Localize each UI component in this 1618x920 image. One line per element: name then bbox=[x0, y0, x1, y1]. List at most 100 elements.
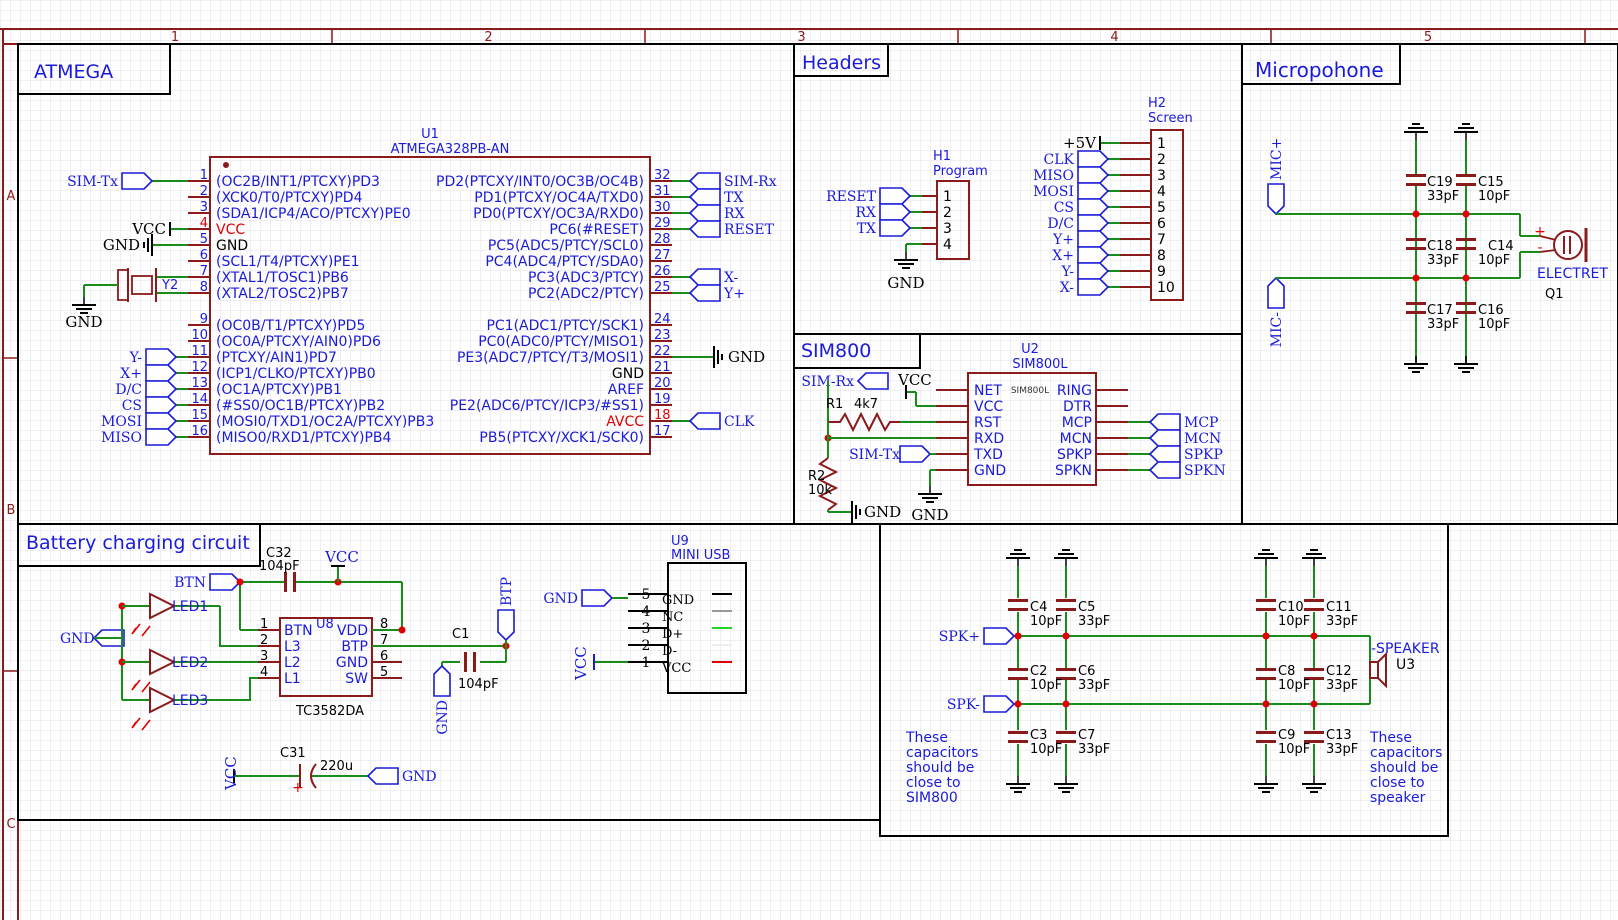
vcc-label: VCC bbox=[572, 646, 590, 681]
h2-name: Screen bbox=[1148, 111, 1193, 126]
u1-pin-name: PC4(ADC4/PTCY/SDA0) bbox=[485, 254, 644, 270]
u1-pin-number: 7 bbox=[200, 264, 208, 279]
junction-dot bbox=[1462, 274, 1470, 282]
net-flag-label: X+ bbox=[1052, 248, 1074, 264]
capacitor-plate bbox=[1008, 740, 1028, 743]
net-flag-label: CS bbox=[122, 398, 142, 414]
capacitor-symbol bbox=[1304, 599, 1324, 611]
net-flag-label: GND bbox=[435, 700, 451, 735]
crystal-ref: Y2 bbox=[161, 278, 178, 293]
capacitor-symbol bbox=[1256, 668, 1276, 680]
usb-pin-name: D- bbox=[662, 644, 677, 659]
mic-body bbox=[1553, 230, 1583, 260]
vcc-label: VCC bbox=[324, 548, 359, 566]
capacitor-symbol bbox=[1056, 599, 1076, 611]
net-flag-shape bbox=[145, 348, 178, 366]
net-flag-label: SIM-Tx bbox=[67, 174, 118, 190]
gnd-label: GND bbox=[887, 274, 924, 292]
net-flag bbox=[899, 445, 932, 463]
cap-value: 10pF bbox=[1478, 317, 1510, 332]
ground-symbol bbox=[1454, 356, 1478, 373]
led-ref: LED2 bbox=[172, 655, 208, 671]
h2-pin-number: 1 bbox=[1157, 136, 1166, 152]
ground-symbol bbox=[713, 346, 723, 368]
u2-pin-name: RING bbox=[1057, 383, 1092, 399]
mic-title-box bbox=[1241, 43, 1401, 85]
capacitor-plate bbox=[1008, 668, 1028, 671]
c1-value: 104pF bbox=[458, 677, 499, 692]
capacitor-plate bbox=[1256, 668, 1276, 671]
u2-pin-name: MCP bbox=[1062, 415, 1092, 431]
net-flag-label: MOSI bbox=[1033, 184, 1074, 200]
net-flag-shape bbox=[1148, 429, 1181, 447]
resistor-r1 bbox=[828, 411, 900, 433]
net-flag: RESET bbox=[826, 187, 912, 205]
capacitor-plate bbox=[464, 652, 467, 672]
capacitor-plate bbox=[1056, 668, 1076, 671]
capacitor-symbol bbox=[1256, 731, 1276, 743]
cap-ref: C4 bbox=[1030, 600, 1047, 615]
ground-symbol bbox=[851, 501, 861, 523]
usb-pin-number: 4 bbox=[642, 604, 651, 620]
u1-pin-number: 26 bbox=[654, 264, 671, 279]
net-flag-shape bbox=[1267, 183, 1285, 216]
capacitor-plate bbox=[1304, 740, 1324, 743]
capacitor-plate bbox=[1008, 608, 1028, 611]
net-flag-label: GND bbox=[543, 591, 578, 607]
gnd-label: GND bbox=[728, 348, 765, 366]
ground-symbol bbox=[918, 486, 942, 503]
capacitor-plate bbox=[1456, 174, 1476, 177]
net-flag-label: X+ bbox=[120, 366, 142, 382]
net-flag-label: MIC- bbox=[1269, 312, 1285, 348]
ground-symbol bbox=[1006, 776, 1030, 793]
u2-pin-name: SPKN bbox=[1055, 463, 1092, 479]
net-flag-label: TX bbox=[857, 221, 876, 237]
net-flag-label: SIM-Rx bbox=[724, 174, 777, 190]
u1-pin-number: 25 bbox=[654, 280, 671, 295]
net-flag: CLK bbox=[1044, 150, 1110, 168]
led-ref: LED1 bbox=[172, 599, 208, 615]
junction-dot bbox=[236, 578, 244, 586]
net-flag-shape bbox=[433, 664, 451, 697]
u2-pin-name: DTR bbox=[1063, 399, 1092, 415]
capacitor-plate bbox=[1304, 599, 1324, 602]
net-flag: RESET bbox=[688, 220, 775, 238]
u1-pin-number: 2 bbox=[200, 184, 208, 199]
microphone-block: MIC+MIC-C1510pFC1933pFC1833pFC1410pFC173… bbox=[1267, 123, 1608, 373]
headers-title: Headers bbox=[802, 52, 881, 74]
u8-pin-name: L3 bbox=[284, 639, 301, 655]
capacitor-symbol bbox=[1456, 174, 1476, 186]
cap-ref: C12 bbox=[1326, 664, 1352, 679]
u8-pin-name: SW bbox=[345, 671, 368, 687]
h2-pin-number: 7 bbox=[1157, 232, 1166, 248]
u1-pin-name: (OC2B/INT1/PTCXY)PD3 bbox=[216, 174, 380, 190]
cap-value: 10pF bbox=[1030, 678, 1062, 693]
capacitor-plate bbox=[1008, 731, 1028, 734]
cap-ref: C14 bbox=[1488, 239, 1514, 254]
net-flag-shape bbox=[1077, 182, 1110, 200]
usb-pin-name: GND bbox=[662, 593, 694, 608]
capacitor-plate bbox=[1406, 183, 1426, 186]
u2-pin-name: NET bbox=[974, 383, 1002, 399]
usb-pin-name: NC bbox=[662, 610, 683, 625]
cap-value: 10pF bbox=[1278, 742, 1310, 757]
net-flag: X- bbox=[688, 268, 738, 286]
u1-pin-number: 24 bbox=[654, 312, 671, 327]
u8-pin-number: 8 bbox=[380, 617, 388, 632]
cap-value: 10pF bbox=[1478, 189, 1510, 204]
net-flag-label: MOSI bbox=[101, 414, 142, 430]
net-flag-shape bbox=[879, 203, 912, 221]
net-flag-label: SPK+ bbox=[939, 629, 980, 645]
cap-ref: C3 bbox=[1030, 728, 1047, 743]
cap-ref: C2 bbox=[1030, 664, 1047, 679]
vcc-label: VCC bbox=[131, 220, 166, 238]
h1-pin-number: 2 bbox=[943, 205, 952, 221]
u1-pin-number: 12 bbox=[191, 360, 208, 375]
u1-pin-number: 6 bbox=[200, 248, 208, 263]
u8-part: TC3582DA bbox=[295, 704, 364, 719]
cap-value: 33pF bbox=[1078, 678, 1110, 693]
usb-pin-name: D+ bbox=[662, 627, 683, 642]
u1-pin-number: 27 bbox=[654, 248, 671, 263]
capacitor-plate bbox=[1008, 599, 1028, 602]
